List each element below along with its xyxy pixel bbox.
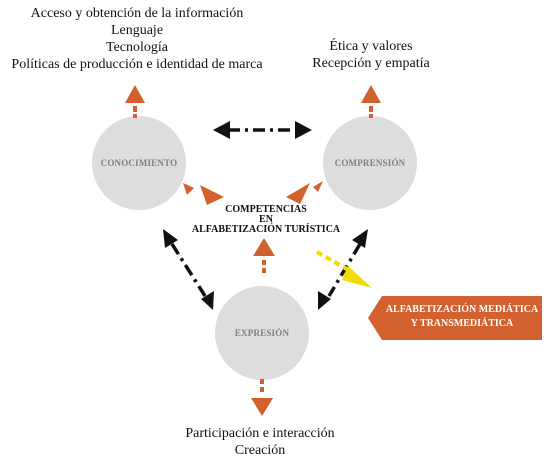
comprehension-expression-arrow	[318, 229, 368, 310]
comprehension-label: COMPRENSIÓN	[334, 158, 406, 168]
knowledge-item-access: Acceso y obtención de la información	[30, 6, 244, 21]
media-yellow-arrow	[316, 250, 372, 288]
knowledge-dimensions-text: Acceso y obtención de la información Len…	[0, 5, 274, 73]
expression-circle	[215, 286, 309, 380]
media-box-shape	[368, 296, 542, 340]
comprehension-up-arrow	[361, 85, 381, 118]
center-to-knowledge-arrow	[183, 183, 224, 205]
media-line1: ALFABETIZACIÓN MEDIÁTICA	[385, 304, 539, 315]
expression-label: EXPRESIÓN	[234, 328, 290, 338]
knowledge-up-arrow	[125, 85, 145, 118]
media-literacy-box: ALFABETIZACIÓN MEDIÁTICA Y TRANSMEDIÁTIC…	[368, 296, 542, 340]
media-literacy-text: ALFABETIZACIÓN MEDIÁTICA Y TRANSMEDIÁTIC…	[384, 303, 540, 331]
expression-item-participation: Participación e interacción	[185, 426, 335, 441]
center-label-line3: ALFABETIZACIÓN TURÍSTICA	[191, 224, 341, 235]
expression-down-arrow	[251, 379, 273, 416]
knowledge-item-policies: Políticas de producción e identidad de m…	[11, 57, 263, 72]
comprehension-dimensions-text: Ética y valores Recepción y empatía	[296, 38, 446, 72]
center-competencies-label: COMPETENCIAS EN ALFABETIZACIÓN TURÍSTICA	[176, 205, 356, 235]
center-to-expression-arrow	[253, 238, 275, 273]
center-label-line2: EN	[259, 214, 273, 225]
knowledge-item-technology: Tecnología	[106, 40, 168, 55]
knowledge-comprehension-arrow	[213, 121, 312, 139]
knowledge-label: CONOCIMIENTO	[100, 158, 178, 168]
expression-dimensions-text: Participación e interacción Creación	[150, 425, 370, 459]
center-to-comprehension-arrow	[286, 181, 323, 204]
comprehension-item-ethics: Ética y valores	[329, 39, 413, 54]
knowledge-item-language: Lenguaje	[110, 23, 164, 38]
knowledge-circle	[92, 116, 186, 210]
media-line2: Y TRANSMEDIÁTICA	[410, 318, 514, 329]
center-label-line1: COMPETENCIAS	[225, 204, 307, 215]
expression-item-creation: Creación	[234, 443, 286, 458]
comprehension-circle	[323, 116, 417, 210]
comprehension-item-reception: Recepción y empatía	[312, 56, 430, 71]
knowledge-expression-arrow	[163, 229, 214, 310]
